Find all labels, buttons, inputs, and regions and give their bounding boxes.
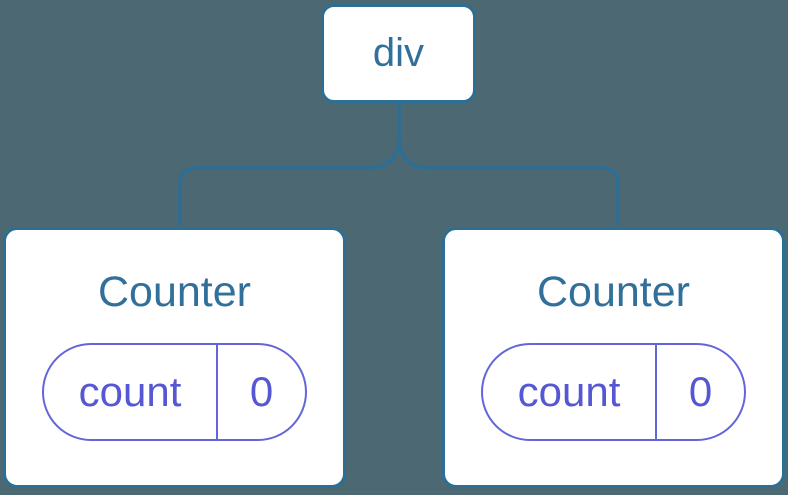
connector-left-branch — [178, 102, 401, 226]
root-node-div: div — [321, 4, 476, 103]
connector-right-branch — [397, 102, 620, 226]
pill-divider — [655, 345, 657, 440]
counter-title: Counter — [537, 268, 690, 316]
state-pill: count 0 — [481, 343, 746, 442]
state-value: 0 — [249, 368, 274, 416]
counter-card-right: Counter count 0 — [442, 227, 785, 488]
counter-title: Counter — [98, 268, 251, 316]
counter-card-left: Counter count 0 — [3, 227, 346, 488]
state-pill: count 0 — [42, 343, 307, 442]
state-key-label: count — [517, 368, 621, 416]
state-value: 0 — [688, 368, 713, 416]
root-node-label: div — [372, 31, 425, 75]
state-key-label: count — [78, 368, 182, 416]
pill-divider — [216, 345, 218, 440]
